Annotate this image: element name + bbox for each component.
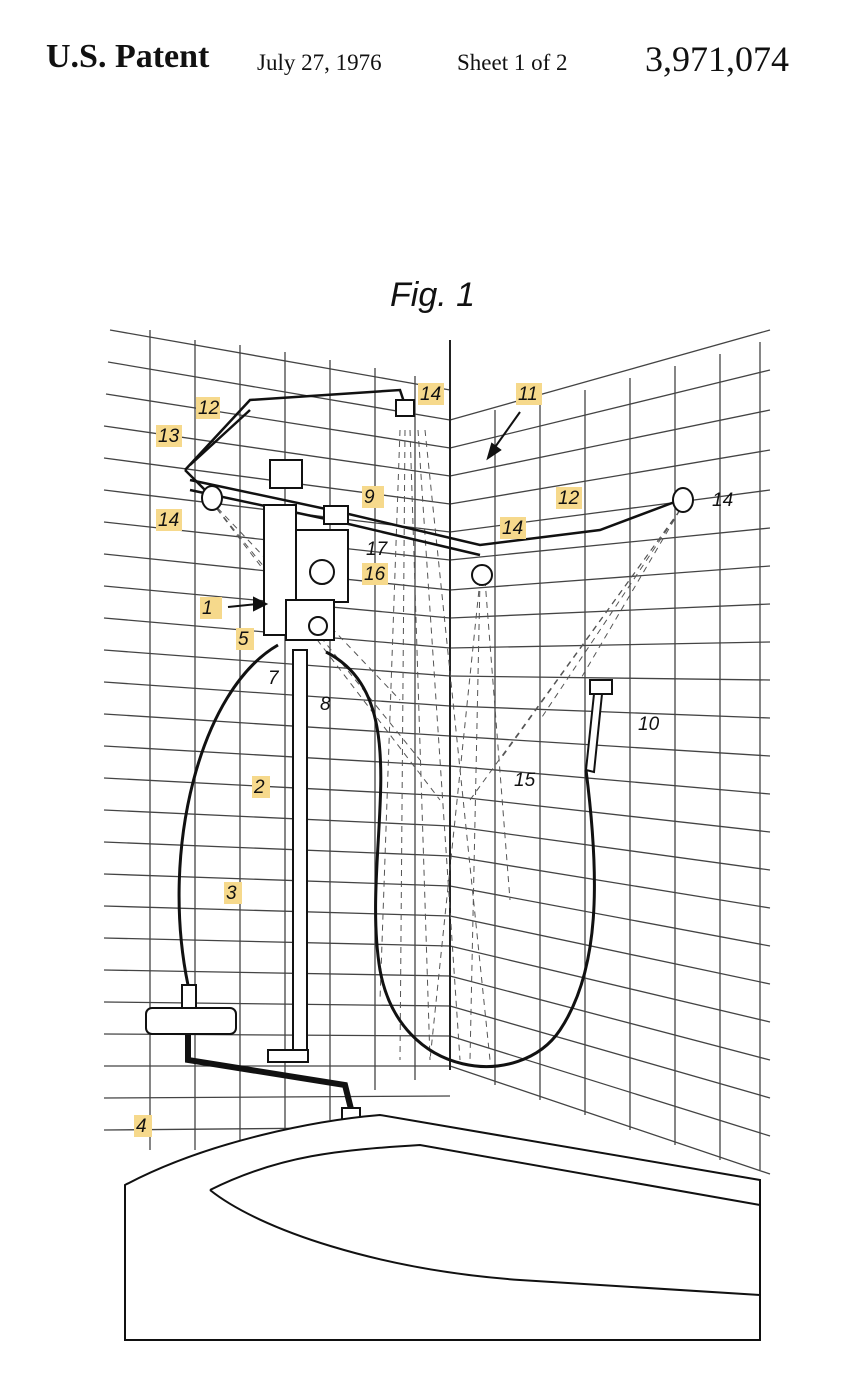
label-12-right: 12: [558, 488, 580, 509]
label-15: 15: [514, 770, 536, 791]
hand-shower: [584, 679, 613, 774]
label-16: 16: [364, 564, 386, 585]
label-14-left: 14: [158, 510, 179, 531]
label-2: 2: [253, 777, 265, 798]
reference-labels: 12 13 14 14 11 12 14 14 9 17 16 1 5 7 8 …: [136, 384, 733, 1137]
figure-title: Fig. 1: [390, 276, 476, 314]
label-14-top: 14: [420, 384, 441, 405]
label-4: 4: [136, 1116, 147, 1137]
patent-number: 3,971,074: [645, 39, 789, 79]
shower-head-left: [201, 485, 223, 511]
label-1: 1: [202, 598, 213, 619]
water-spray: [209, 429, 681, 1061]
pointer-arrows: [227, 411, 521, 612]
label-11: 11: [518, 384, 538, 405]
patent-header: U.S. Patent July 27, 1976 Sheet 1 of 2 3…: [0, 0, 866, 110]
shower-head-top: [395, 399, 415, 417]
label-10: 10: [638, 714, 660, 735]
label-7: 7: [268, 668, 280, 689]
vertical-bar: [267, 649, 309, 1063]
mixer-faucet: [145, 984, 361, 1127]
label-9: 9: [364, 487, 375, 508]
label-13: 13: [158, 426, 180, 447]
label-14-middle: 14: [502, 518, 523, 539]
label-8: 8: [320, 694, 331, 715]
label-17: 17: [366, 539, 389, 560]
label-12-left: 12: [198, 398, 220, 419]
patent-date: July 27, 1976: [257, 50, 382, 75]
bathtub: [124, 1113, 761, 1341]
label-5: 5: [238, 629, 249, 650]
right-wall-tiles: [449, 329, 771, 1175]
label-3: 3: [226, 883, 237, 904]
sheet-number: Sheet 1 of 2: [457, 50, 568, 75]
label-highlights: [134, 383, 582, 1137]
label-14-right: 14: [712, 490, 733, 511]
shower-head-middle: [471, 564, 493, 586]
patent-title: U.S. Patent: [46, 38, 210, 75]
hoses: [177, 643, 596, 1068]
shower-head-right: [672, 487, 694, 513]
control-unit: [263, 459, 349, 641]
